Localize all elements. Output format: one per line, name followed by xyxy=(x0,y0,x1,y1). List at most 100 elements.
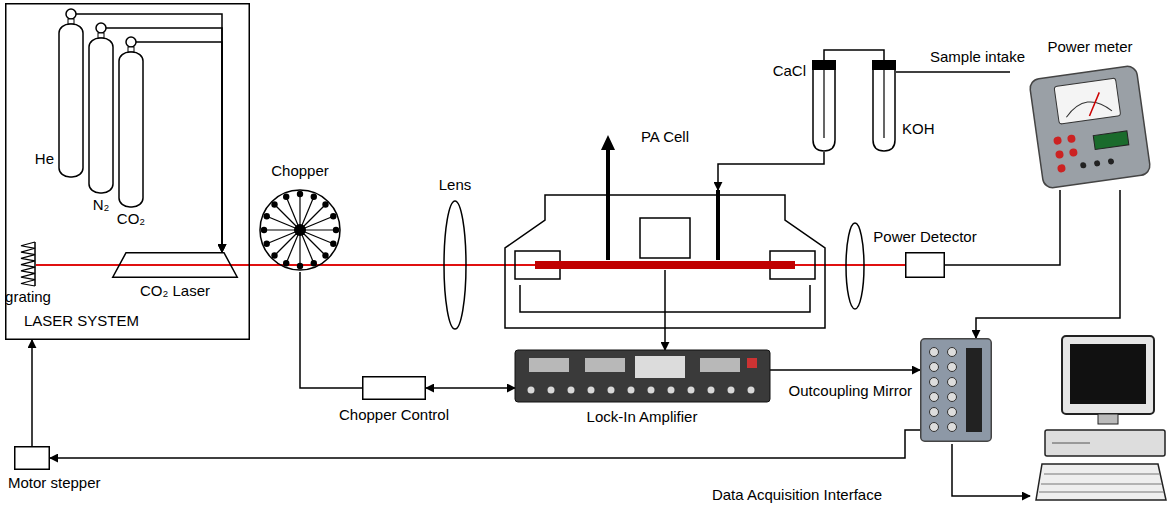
drawing-part xyxy=(588,387,595,394)
outcoupling-mirror-shape xyxy=(845,222,865,310)
drawing-part xyxy=(1053,136,1062,145)
drawing-part xyxy=(66,9,76,19)
drawing-part xyxy=(906,253,945,278)
drawing-part xyxy=(1067,134,1076,143)
drawing-part xyxy=(271,252,277,258)
drawing-part xyxy=(648,387,655,394)
drawing-part xyxy=(529,358,569,372)
sample-intake-line xyxy=(896,71,1010,73)
drawing-part xyxy=(1086,92,1102,116)
key-row xyxy=(1041,484,1162,485)
scrubber-tube-shape xyxy=(872,60,896,152)
drawing-part xyxy=(311,260,317,266)
drawing-part xyxy=(1080,162,1087,169)
connector xyxy=(50,430,920,458)
drawing-part xyxy=(1029,65,1151,189)
chopper-control-box: Chopper Control xyxy=(362,376,426,400)
drawing-part xyxy=(930,408,939,417)
drawing-part xyxy=(640,218,690,258)
drawing-part xyxy=(330,213,336,219)
key-row xyxy=(1039,492,1164,493)
power-detector-shape xyxy=(905,252,945,278)
drawing-part xyxy=(708,387,715,394)
drawing-part xyxy=(813,69,835,151)
drawing-part xyxy=(322,201,328,207)
gas-cylinder-shape xyxy=(58,8,84,178)
drawing-part xyxy=(568,387,575,394)
drawing-part xyxy=(1065,99,1112,117)
daq-interface: Data Acquisition Interface xyxy=(920,338,992,442)
keyboard xyxy=(1036,464,1166,500)
drawing-part xyxy=(1108,158,1115,165)
computer-case xyxy=(1045,430,1165,456)
drawing-part xyxy=(261,227,267,233)
node-label: CO₂ Laser xyxy=(140,282,210,299)
connector xyxy=(976,190,1120,338)
drawing-part xyxy=(119,52,143,207)
chopper-wheel: Chopper xyxy=(258,188,342,272)
node-label: Chopper xyxy=(271,162,329,179)
drawing-part xyxy=(688,387,695,394)
node-label: Outcoupling Mirror xyxy=(789,382,912,399)
connector xyxy=(426,387,515,389)
drawing-part xyxy=(948,378,957,387)
lock-in-amplifier-shape xyxy=(515,350,770,402)
connector xyxy=(718,152,824,190)
connector xyxy=(106,28,222,252)
node-label: Lock-In Amplifier xyxy=(587,408,698,425)
node-label: KOH xyxy=(902,120,935,137)
drawing-part xyxy=(515,350,770,402)
drying-tube-shape xyxy=(812,60,836,152)
motor-stepper-box-shape xyxy=(14,446,50,470)
connector xyxy=(31,340,33,446)
drawing-part xyxy=(716,190,720,260)
drawing-part xyxy=(930,423,939,432)
drawing-part xyxy=(1055,150,1064,159)
drawing-part xyxy=(260,190,340,270)
drawing-part xyxy=(548,387,555,394)
drawing-part xyxy=(528,387,535,394)
key-row xyxy=(1044,474,1159,475)
power-meter-shape xyxy=(1030,64,1150,190)
pa-cell-shape xyxy=(500,190,830,330)
drawing-part xyxy=(21,242,35,286)
drawing-part xyxy=(1069,148,1078,157)
drawing-part xyxy=(948,348,957,357)
drawing-part xyxy=(608,387,615,394)
node-label: He xyxy=(35,150,54,167)
drawing-part xyxy=(126,37,136,47)
drawing-part xyxy=(812,60,836,70)
laser-system-box: LASER SYSTEMHeN₂CO₂gratingCO₂ Laser xyxy=(5,3,250,340)
drawing-part xyxy=(748,387,755,394)
drawing-part xyxy=(271,201,277,207)
drawing-part xyxy=(966,348,982,432)
drawing-part xyxy=(628,387,635,394)
node-label: LASER SYSTEM xyxy=(24,312,139,329)
laser-tube: CO₂ Laser xyxy=(112,252,238,278)
drawing-part xyxy=(728,387,735,394)
drawing-part xyxy=(1057,164,1066,173)
chopper-control-box-shape xyxy=(362,376,426,400)
drawing-part xyxy=(1093,131,1129,150)
connector xyxy=(136,42,222,252)
drawing-part xyxy=(363,377,426,400)
gas-cylinder-shape xyxy=(88,22,114,194)
node-label: N₂ xyxy=(93,196,110,213)
connector xyxy=(770,369,920,371)
drawing-part xyxy=(873,69,895,151)
computer-link xyxy=(952,444,1030,496)
drawing-part xyxy=(6,4,250,340)
node-label: Chopper Control xyxy=(339,406,449,423)
drawing-part xyxy=(297,191,303,197)
drawing-part xyxy=(948,363,957,372)
drawing-part xyxy=(34,242,36,286)
drawing-part xyxy=(311,194,317,200)
connector xyxy=(664,330,666,350)
drawing-part xyxy=(668,387,675,394)
drawing-part xyxy=(333,227,339,233)
grating: grating xyxy=(18,242,38,286)
drawing-part xyxy=(330,241,336,247)
drawing-part xyxy=(747,358,757,368)
